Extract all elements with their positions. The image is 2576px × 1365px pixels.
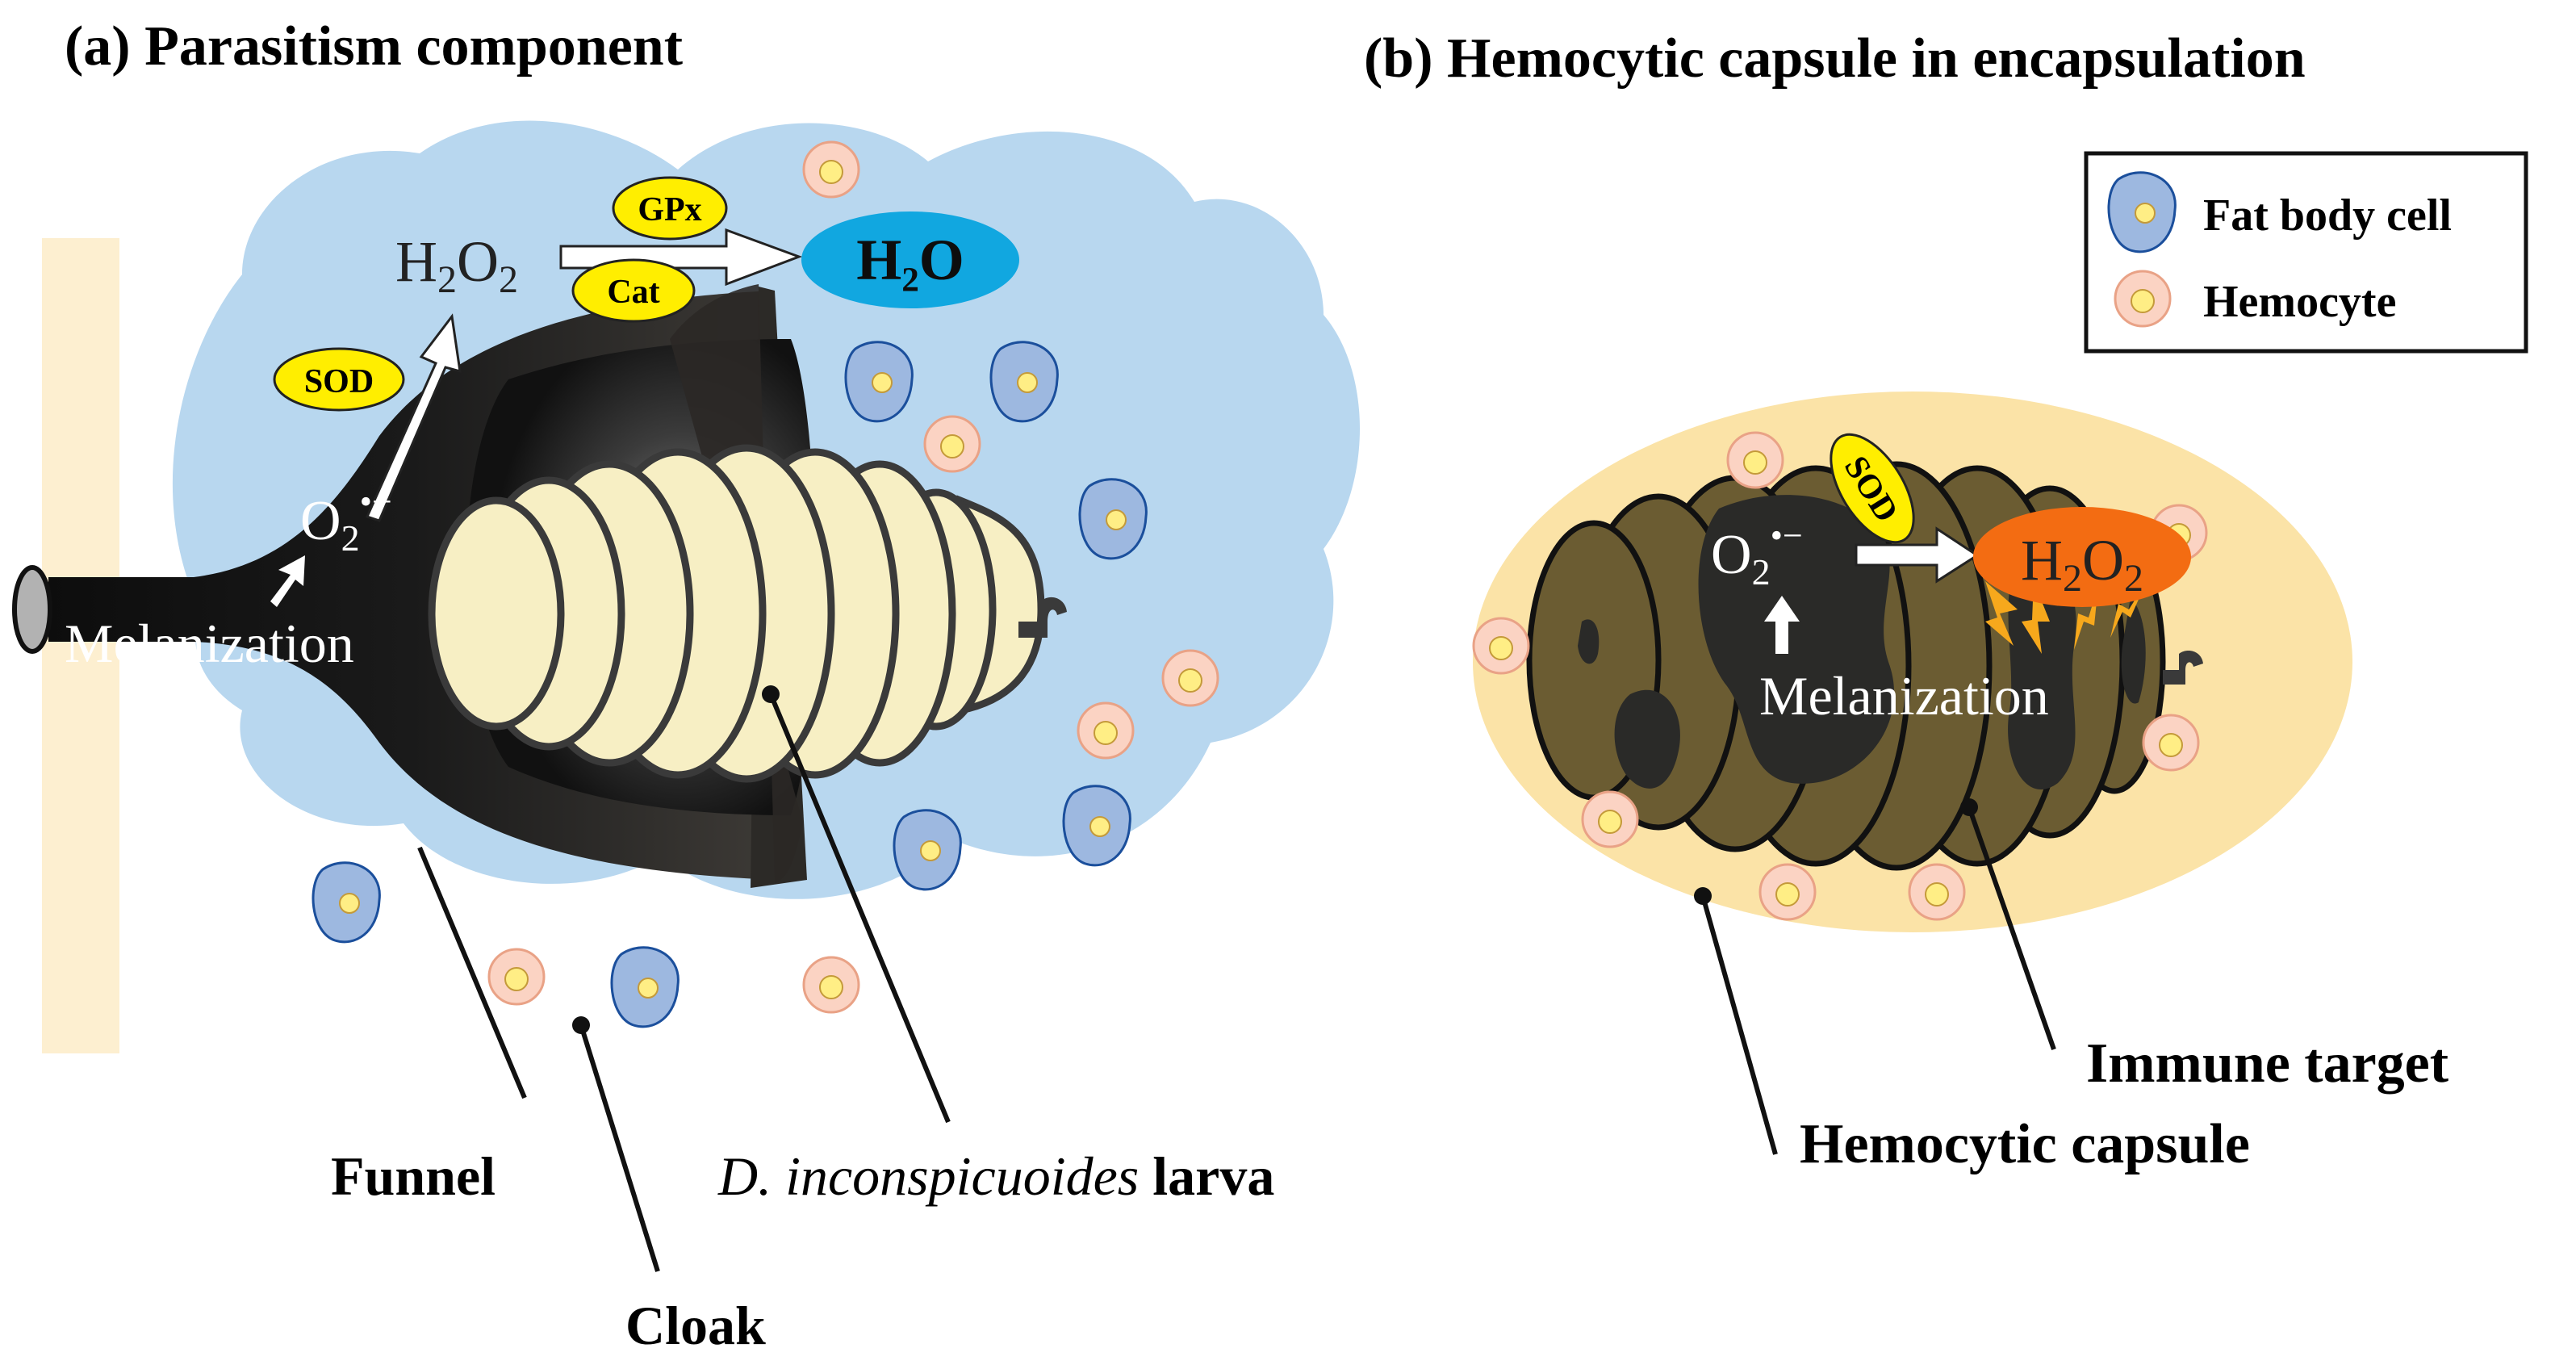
cloak-label: Cloak bbox=[625, 1295, 766, 1356]
melanization-label-b: Melanization bbox=[1759, 665, 2049, 726]
svg-text:GPx: GPx bbox=[638, 191, 701, 228]
svg-text:SOD: SOD bbox=[304, 363, 374, 400]
panel-a-title: (a) Parasitism component bbox=[65, 15, 683, 77]
legend-hemocyte: Hemocyte bbox=[2203, 277, 2396, 327]
svg-text:Cat: Cat bbox=[607, 274, 659, 311]
superoxide-label-a: O2•− bbox=[300, 482, 392, 559]
funnel-leader bbox=[417, 846, 527, 1099]
larva-spiracle bbox=[1018, 597, 1067, 638]
funnel-label: Funnel bbox=[331, 1145, 496, 1207]
enzyme-arrow bbox=[559, 228, 803, 287]
panel-b: (b) Hemocytic capsule in encapsulation F… bbox=[1364, 27, 2528, 1175]
conversion-arrow-b bbox=[1855, 526, 1980, 584]
sod-enzyme-b: SOD bbox=[1830, 433, 1915, 544]
ros-burst bbox=[1985, 581, 2147, 654]
sod-enzyme: SOD bbox=[273, 347, 405, 412]
legend-fat-body-cell: Fat body cell bbox=[2203, 191, 2452, 241]
h2o2-product-b: H2O2 bbox=[1973, 507, 2191, 607]
legend: Fat body cell Hemocyte bbox=[2084, 151, 2528, 354]
target-spiracle bbox=[2163, 651, 2203, 685]
svg-text:H2O2: H2O2 bbox=[2021, 528, 2143, 600]
melanization-label-a: Melanization bbox=[65, 613, 354, 674]
immune-target-leader bbox=[1967, 806, 2056, 1050]
melanization-arrow-a bbox=[270, 555, 305, 607]
cat-enzyme: Cat bbox=[571, 258, 696, 323]
larva-leader bbox=[768, 693, 951, 1124]
svg-text:H₂O: H₂O bbox=[856, 228, 964, 292]
superoxide-label-b: O2•− bbox=[1711, 516, 1803, 592]
immune-target-label: Immune target bbox=[2086, 1032, 2448, 1095]
melanization-arrow-b bbox=[1764, 596, 1800, 654]
panel-b-title: (b) Hemocytic capsule in encapsulation bbox=[1364, 27, 2306, 90]
capsule-label: Hemocytic capsule bbox=[1800, 1113, 2250, 1175]
cloak-leader bbox=[579, 1024, 660, 1272]
tissue-strip bbox=[42, 238, 119, 1053]
sod-arrow bbox=[365, 313, 462, 522]
larva-label: D. inconspicuoides larva bbox=[717, 1145, 1274, 1207]
funnel-opening bbox=[12, 565, 52, 654]
capsule-leader bbox=[1700, 895, 1778, 1155]
panel-a: (a) Parasitism component bbox=[12, 15, 1360, 1356]
h2o-product: H₂O bbox=[801, 211, 1019, 308]
gpx-enzyme: GPx bbox=[612, 176, 728, 241]
h2o2-label-a: H2O2 bbox=[395, 229, 518, 301]
